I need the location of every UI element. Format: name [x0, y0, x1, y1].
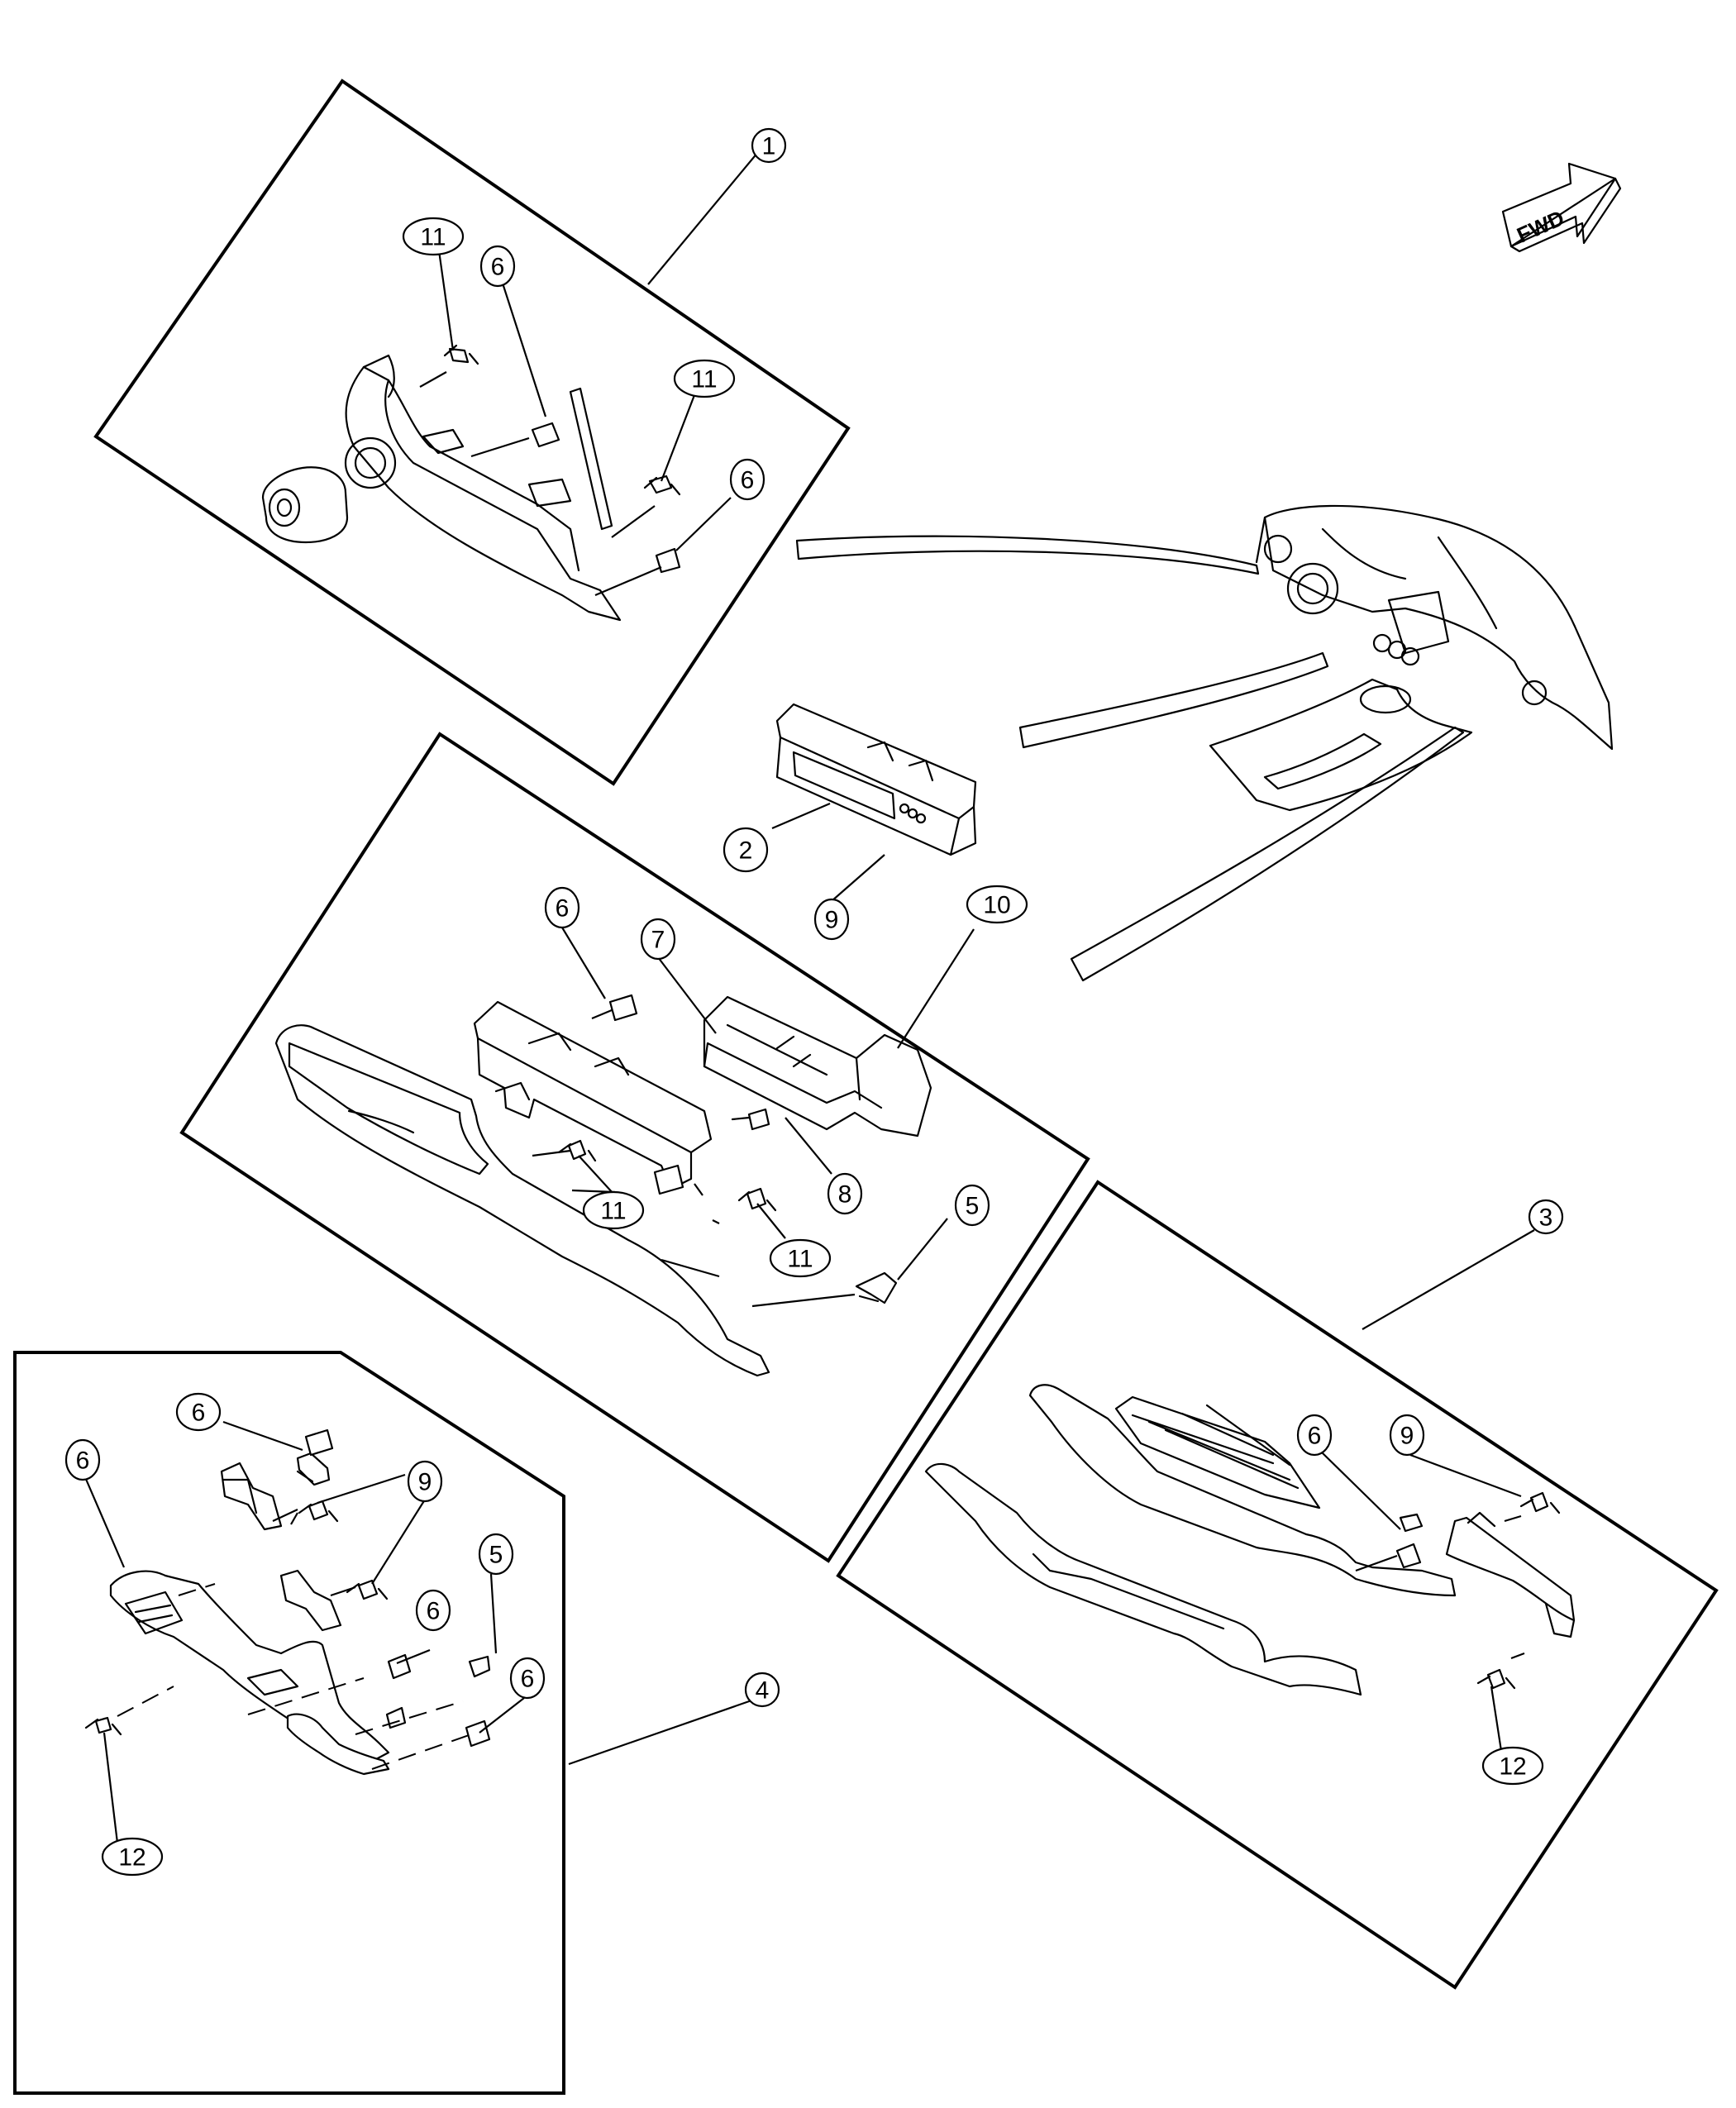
part-4-lower-trim: [84, 1428, 491, 1776]
svg-text:1: 1: [762, 133, 776, 160]
svg-text:6: 6: [741, 467, 755, 494]
callout-11a: 11: [402, 217, 465, 256]
svg-text:9: 9: [418, 1469, 432, 1496]
group-frame-1: [93, 79, 851, 786]
svg-text:6: 6: [1308, 1423, 1322, 1450]
fwd-arrow-icon: FWD: [1501, 162, 1622, 253]
callout-9b: 9: [1389, 1414, 1425, 1457]
callout-3: 3: [1528, 1199, 1564, 1235]
svg-text:6: 6: [76, 1447, 90, 1475]
svg-text:11: 11: [420, 224, 446, 251]
svg-text:11: 11: [691, 366, 717, 393]
svg-text:6: 6: [427, 1598, 441, 1625]
svg-text:11: 11: [787, 1246, 813, 1273]
callout-5a: 5: [954, 1184, 990, 1227]
callout-11c: 11: [582, 1190, 645, 1230]
svg-text:5: 5: [966, 1193, 980, 1220]
svg-text:8: 8: [838, 1181, 852, 1209]
callout-12b: 12: [101, 1837, 164, 1877]
part-3-trim-panel: [924, 1384, 1576, 1696]
group-frame-3: [836, 1180, 1719, 1990]
svg-text:11: 11: [600, 1198, 626, 1225]
svg-text:5: 5: [489, 1542, 503, 1569]
callout-7: 7: [640, 918, 676, 961]
callout-4: 4: [744, 1672, 780, 1708]
callout-8: 8: [827, 1172, 863, 1215]
callout-9c: 9: [407, 1460, 443, 1503]
svg-text:6: 6: [491, 254, 505, 281]
callout-6c: 6: [544, 886, 580, 929]
svg-text:6: 6: [192, 1400, 206, 1427]
svg-text:12: 12: [118, 1844, 145, 1872]
callout-1: 1: [751, 127, 787, 164]
callout-10: 10: [966, 885, 1028, 924]
callout-9a: 9: [813, 898, 850, 941]
svg-text:6: 6: [556, 895, 570, 923]
svg-text:2: 2: [739, 837, 753, 865]
callout-2: 2: [723, 827, 769, 873]
part-10-center-bezel: [274, 994, 932, 1377]
svg-text:9: 9: [825, 907, 839, 934]
group-frame-10: [179, 732, 1090, 1563]
group-frame-4: [13, 1351, 565, 2095]
callout-11b: 11: [673, 359, 736, 398]
callout-6d: 6: [1296, 1414, 1333, 1457]
svg-text:7: 7: [651, 927, 665, 954]
svg-text:4: 4: [756, 1677, 770, 1705]
part-2-switch-module: [775, 703, 977, 856]
callout-6a: 6: [479, 245, 516, 288]
part-1-bezel-assembly: [261, 344, 681, 622]
callout-11d: 11: [769, 1238, 832, 1278]
callout-6h: 6: [509, 1657, 546, 1700]
svg-text:9: 9: [1400, 1423, 1414, 1450]
callout-6f: 6: [64, 1438, 101, 1481]
callout-6g: 6: [415, 1589, 451, 1632]
vehicle-interior-overview: [795, 504, 1614, 982]
callout-6b: 6: [729, 458, 765, 501]
callout-5b: 5: [478, 1533, 514, 1576]
svg-text:10: 10: [983, 892, 1010, 919]
callout-6e: 6: [175, 1392, 222, 1432]
svg-text:6: 6: [521, 1666, 535, 1693]
svg-text:3: 3: [1539, 1204, 1553, 1232]
svg-text:12: 12: [1499, 1753, 1526, 1781]
callout-12a: 12: [1481, 1746, 1544, 1786]
